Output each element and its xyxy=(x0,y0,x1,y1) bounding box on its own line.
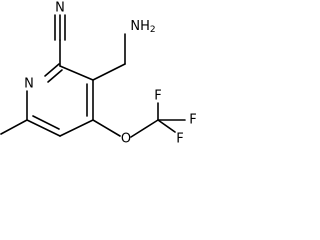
bond-c4-o xyxy=(92,119,121,137)
atom-ring-n: N xyxy=(24,77,34,92)
atom-ether-o: O xyxy=(121,132,131,147)
bond-o-cf3 xyxy=(130,119,159,138)
bond-n1-c2 xyxy=(44,63,63,83)
bond-nitrile-triple xyxy=(54,14,66,41)
atom-nitrile-n: N xyxy=(55,1,65,16)
bond-c3-c4 xyxy=(86,79,94,121)
structure-diagram: N NH2 N O F F F xyxy=(0,1,197,147)
bond-c3-ch2 xyxy=(92,63,126,81)
atom-labels: N NH2 N O F F F xyxy=(24,1,197,147)
bond-c2-c3 xyxy=(59,65,94,81)
atom-amine: NH2 xyxy=(130,19,155,36)
bond-c5-c6 xyxy=(26,115,61,137)
bond-c4-c5 xyxy=(59,119,94,137)
bonds xyxy=(0,14,186,138)
atom-f3: F xyxy=(176,132,183,147)
bond-c6-methyl xyxy=(0,119,28,135)
atom-f2: F xyxy=(189,113,196,128)
bond-c-f3 xyxy=(157,119,176,133)
atom-f1: F xyxy=(154,89,161,104)
